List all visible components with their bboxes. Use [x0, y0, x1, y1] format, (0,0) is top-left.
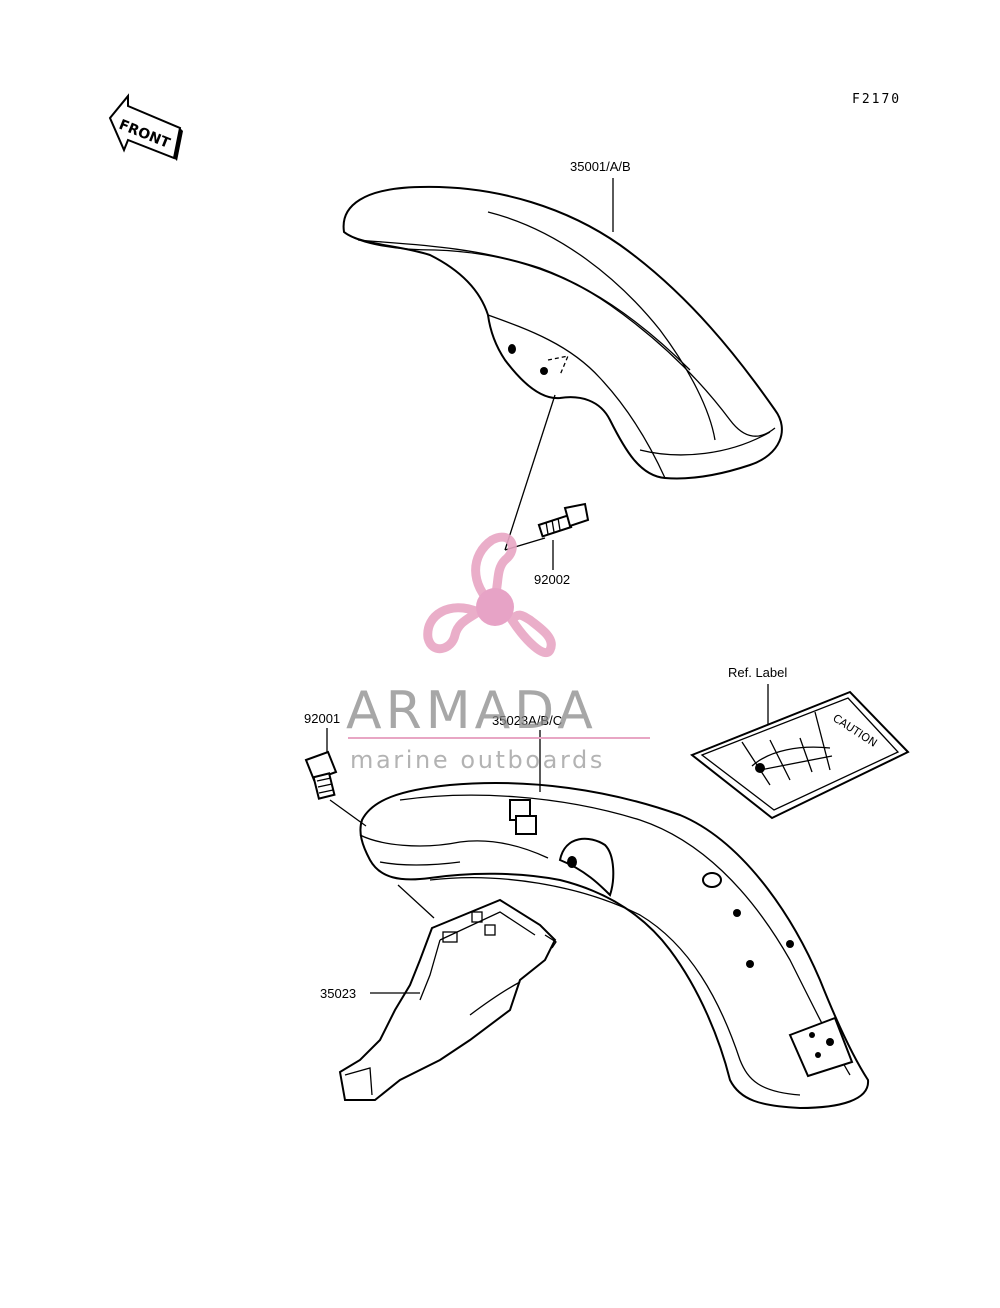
label-inner-fender: 35023 — [320, 986, 356, 1001]
label-front-fender: 35001/A/B — [570, 159, 631, 174]
propeller-logo-icon — [423, 532, 556, 657]
label-bolt-rear: 92001 — [304, 711, 340, 726]
leader-inner-bracket — [397, 884, 435, 919]
leader-bolt-rear — [329, 799, 367, 827]
front-fender — [342, 185, 783, 480]
bolt-92001-icon — [304, 750, 338, 800]
label-bolt-front: 92002 — [534, 572, 570, 587]
watermark-brand: ARMADA — [346, 681, 597, 741]
caution-label-sticker: CAUTION — [690, 690, 910, 820]
bolt-92002-icon — [537, 502, 590, 538]
rear-fender — [359, 782, 870, 1110]
armada-watermark: ARMADA marine outboards — [346, 532, 650, 774]
label-ref-label: Ref. Label — [728, 665, 787, 680]
label-rear-fender: 35023A/B/C — [492, 713, 562, 728]
watermark-tagline: marine outboards — [350, 746, 605, 774]
leader-bolt-front — [504, 394, 556, 551]
front-arrow-icon: FRONT — [108, 93, 183, 161]
inner-fender — [338, 898, 557, 1101]
figure-code: F2170 — [852, 92, 901, 107]
